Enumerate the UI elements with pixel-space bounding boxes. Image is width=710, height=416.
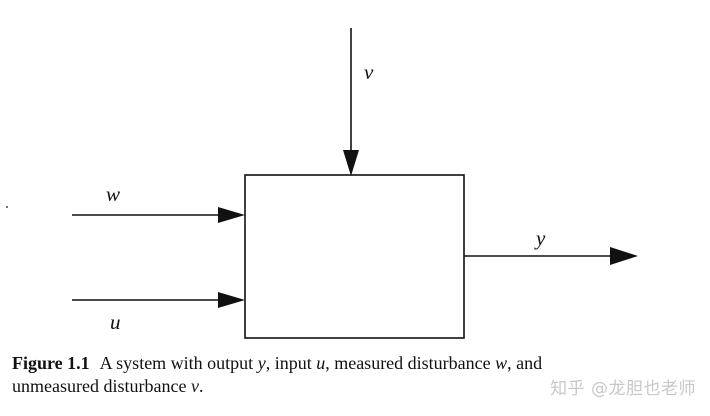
caption-text-3: , measured disturbance — [325, 353, 496, 373]
caption-text-1: A system with output — [99, 353, 258, 373]
caption-text-5: . — [198, 376, 204, 396]
label-y: y — [536, 226, 546, 250]
caption-var-y: y — [257, 353, 266, 373]
watermark: 知乎 @龙胆也老师 — [550, 379, 696, 399]
arrow-v — [343, 28, 359, 176]
caption-text-4: , and unmeasured disturbance — [12, 353, 543, 396]
caption-text-2: , input — [265, 353, 317, 373]
caption-var-w: w — [495, 353, 508, 373]
arrow-w — [72, 207, 245, 223]
system-block — [244, 174, 465, 339]
figure-number: Figure 1.1 — [12, 353, 90, 373]
label-v: v — [364, 60, 374, 84]
caption-var-u: u — [316, 353, 326, 373]
arrow-u — [72, 292, 245, 308]
label-w: w — [106, 182, 121, 206]
label-u: u — [110, 310, 121, 334]
arrow-y — [464, 247, 638, 265]
caption-var-v: v — [190, 376, 199, 396]
scan-speck — [6, 206, 8, 208]
